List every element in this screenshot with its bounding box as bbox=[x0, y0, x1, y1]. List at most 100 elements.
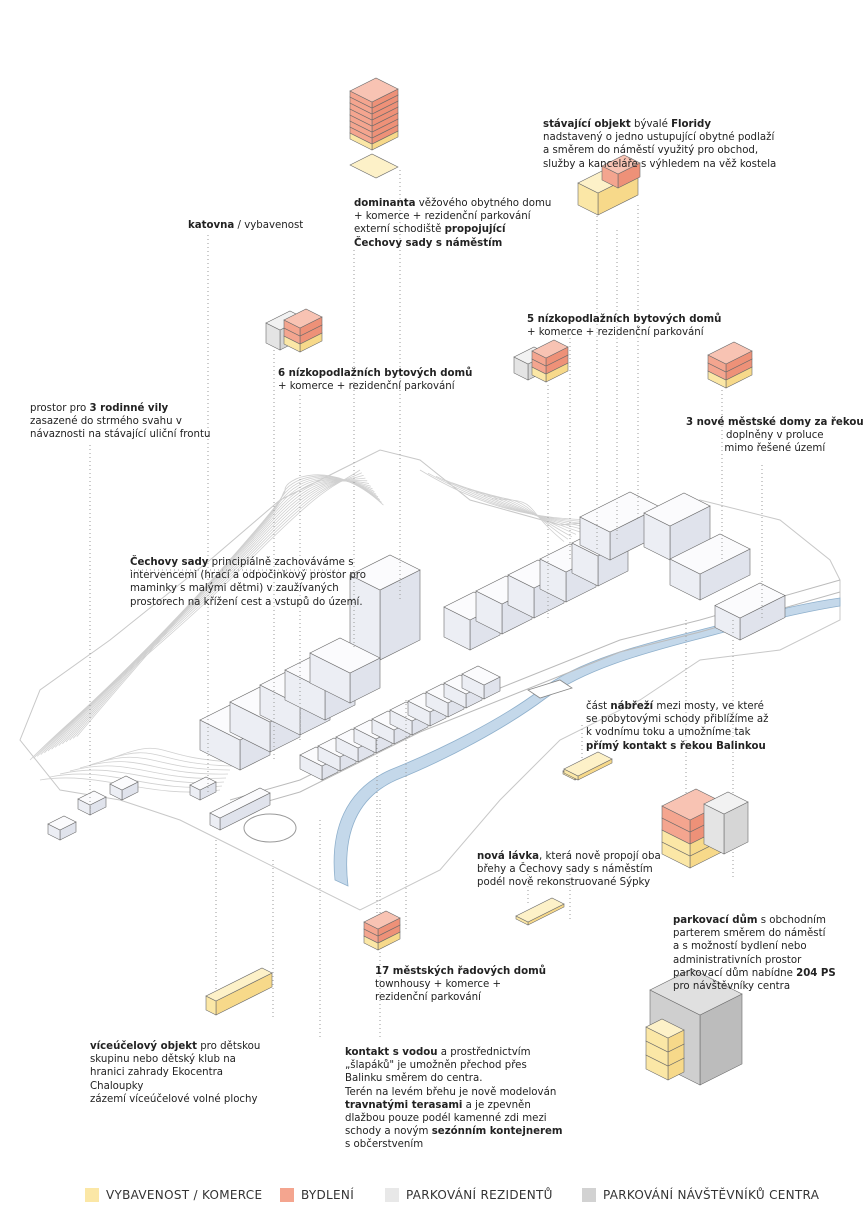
note-dominanta: dominanta věžového obytného domu+ komerc… bbox=[354, 197, 551, 250]
note-line: přímý kontakt s řekou Balinkou bbox=[586, 740, 766, 752]
note-line: rezidenční parkování bbox=[375, 992, 481, 1004]
note-line: + komerce + rezidenční parkování bbox=[527, 327, 704, 339]
katovna-building-roof bbox=[189, 776, 217, 791]
footbridge-icon bbox=[515, 897, 565, 926]
multipurpose-building bbox=[209, 787, 271, 831]
note-line: 3 nové městské domy za řekou bbox=[686, 417, 864, 428]
note-5-bytovych-domu: 5 nízkopodlažních bytových domů+ komerce… bbox=[527, 313, 721, 339]
tower-icon-roof bbox=[349, 77, 399, 103]
note-nova-lavka: nová lávka, která nově propojí oba břehy … bbox=[477, 850, 661, 890]
contour-line bbox=[89, 756, 231, 771]
note-line: „šlapáků" je umožněn přechod přes bbox=[345, 1060, 527, 1072]
villa bbox=[47, 815, 77, 841]
note-line: a směrem do náměstí využitý pro obchod, bbox=[543, 145, 759, 157]
note-line: víceúčelový objekt pro dětskou bbox=[90, 1041, 261, 1052]
townhouse-icon-roof bbox=[363, 910, 401, 930]
note-line: + komerce + rezidenční parkování bbox=[278, 381, 455, 393]
note-6-bytovych-domu: 6 nízkopodlažních bytových domů+ komerce… bbox=[278, 367, 472, 393]
townhouse-icon bbox=[363, 910, 401, 937]
note-line: mimo řešené území bbox=[724, 443, 826, 455]
villa-roof bbox=[77, 790, 107, 806]
contour-line bbox=[69, 476, 381, 741]
stair-icon bbox=[349, 153, 399, 179]
note-line: Čechovy sady s náměstím bbox=[354, 237, 503, 249]
contour-line bbox=[79, 761, 229, 775]
note-line: pro návštěvníky centra bbox=[673, 981, 791, 993]
floridy-icon bbox=[601, 154, 641, 189]
contour-line bbox=[62, 478, 377, 745]
parking-house bbox=[714, 582, 786, 641]
visitor-parking-icon-roof bbox=[649, 968, 743, 1016]
villa-roof bbox=[47, 815, 77, 831]
terrain-contours bbox=[29, 469, 601, 793]
parking-house-icon-roof bbox=[703, 791, 749, 815]
villa bbox=[109, 775, 139, 801]
legend-swatch bbox=[280, 1188, 294, 1202]
note-line: k vodnímu toku a umožníme tak bbox=[586, 727, 751, 739]
note-line: nová lávka, která nově propojí oba bbox=[477, 851, 661, 862]
contour-line bbox=[427, 472, 597, 523]
villa bbox=[77, 790, 107, 816]
contour-line bbox=[44, 480, 368, 754]
contour-line bbox=[69, 765, 227, 779]
note-katovna: katovna / vybavenost bbox=[188, 219, 303, 232]
commerce-icon-roof bbox=[645, 1018, 685, 1039]
note-line: břehy a Čechovy sady s náměstím bbox=[477, 864, 653, 876]
building-icons bbox=[205, 77, 753, 1086]
note-line: Čechovy sady principiálně zachováváme s bbox=[130, 557, 354, 568]
commerce-icon bbox=[645, 1018, 685, 1053]
right-building-roof bbox=[643, 492, 711, 527]
note-line: část nábřeží mezi mosty, ve které bbox=[586, 701, 764, 712]
note-line: s občerstvením bbox=[345, 1139, 424, 1151]
footbridge-icon-roof bbox=[515, 897, 565, 923]
legend-label: PARKOVÁNÍ NÁVŠTĚVNÍKŮ CENTRA bbox=[603, 1188, 820, 1202]
legend-vybavenost: VYBAVENOST / KOMERCE bbox=[85, 1186, 262, 1204]
note-kontakt-s-vodou: kontakt s vodou a prostřednictvím„šlapák… bbox=[345, 1046, 563, 1152]
note-line: a s možností bydlení nebo bbox=[673, 941, 807, 953]
legend-label: PARKOVÁNÍ REZIDENTŮ bbox=[406, 1188, 553, 1202]
terrace-icon-roof bbox=[563, 751, 613, 777]
legend-swatch bbox=[582, 1188, 596, 1202]
footbridge bbox=[527, 679, 573, 699]
note-line: maminky s malými dětmi) v zaužívaných bbox=[130, 583, 339, 595]
visitor-parking-icon bbox=[649, 968, 743, 1086]
contour-line bbox=[475, 492, 573, 538]
legend-swatch bbox=[85, 1188, 99, 1202]
legend-parkovani-navstevniku: PARKOVÁNÍ NÁVŠTĚVNÍKŮ CENTRA bbox=[582, 1186, 819, 1204]
note-line: Balinku směrem do centra. bbox=[345, 1073, 483, 1085]
note-line: hranici zahrady Ekocentra bbox=[90, 1067, 224, 1079]
housing-icon-roof bbox=[531, 339, 569, 359]
contour-line bbox=[467, 488, 577, 535]
contour-line bbox=[47, 480, 370, 752]
note-rodinne-vily: prostor pro 3 rodinné vily zasazené do st… bbox=[30, 402, 210, 442]
note-line: zázemí víceúčelové volné plochy bbox=[90, 1093, 258, 1105]
note-line: administrativních prostor bbox=[673, 954, 802, 966]
multipurpose-icon bbox=[205, 967, 273, 1016]
note-line: zasazené do strmého svahu v bbox=[30, 416, 182, 428]
roundabout bbox=[243, 813, 297, 843]
katovna-building bbox=[189, 776, 217, 801]
note-cechovy-sady: Čechovy sady principiálně zachováváme s i… bbox=[130, 556, 366, 609]
note-line: externí schodiště propojující bbox=[354, 224, 506, 236]
contour-line bbox=[54, 479, 373, 748]
note-line: prostor pro 3 rodinné vily bbox=[30, 403, 169, 414]
right-building bbox=[643, 492, 711, 561]
right-building bbox=[669, 533, 751, 601]
townhouse-icon-roof bbox=[707, 341, 753, 365]
note-line: parkovací dům nabídne 204 PS bbox=[673, 967, 836, 979]
note-line: parterem směrem do náměstí bbox=[673, 928, 826, 940]
tower-building bbox=[349, 554, 421, 661]
note-line: služby a kanceláře s výhledem na věž kos… bbox=[543, 158, 777, 170]
road bbox=[229, 591, 841, 813]
note-line: intervencemi (hrací a odpočinkový prosto… bbox=[130, 570, 367, 582]
note-line: Terén na levém břehu je nově modelován bbox=[345, 1086, 557, 1098]
contour-line bbox=[51, 480, 371, 750]
contour-line bbox=[65, 477, 379, 743]
legend-label: VYBAVENOST / KOMERCE bbox=[106, 1188, 263, 1202]
housing-icon-roof bbox=[283, 308, 323, 329]
note-line: 17 městských řadových domů bbox=[375, 966, 546, 977]
townhouse bbox=[461, 665, 501, 700]
